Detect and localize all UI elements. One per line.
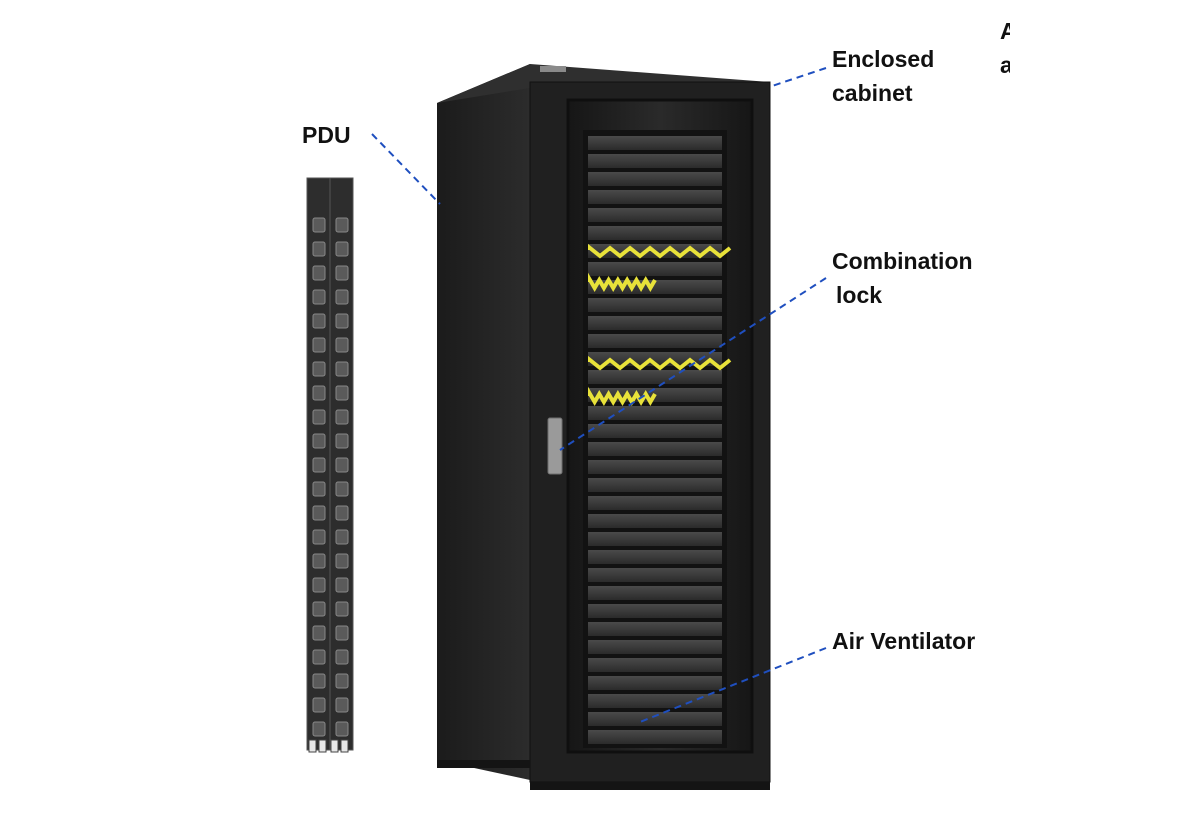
server-unit — [588, 316, 722, 330]
pdu-outlet — [312, 457, 326, 473]
pdu-outlet — [312, 529, 326, 545]
pdu-outlet — [335, 649, 349, 665]
leader-line-air-ventilator — [639, 647, 827, 723]
pdu-outlet — [335, 361, 349, 377]
server-unit — [588, 622, 722, 636]
pdu-outlet — [312, 361, 326, 377]
pdu-outlet — [312, 337, 326, 353]
pdu-outlet — [312, 265, 326, 281]
server-unit — [588, 658, 722, 672]
pdu-outlet — [312, 289, 326, 305]
server-unit — [588, 172, 722, 186]
pdu-outlet — [335, 265, 349, 281]
pdu-outlet — [335, 601, 349, 617]
server-unit — [588, 694, 722, 708]
pdu-outlet — [335, 313, 349, 329]
pdu-foot — [330, 739, 339, 753]
pdu-outlet — [335, 217, 349, 233]
pdu-outlet — [335, 721, 349, 737]
leader-lines — [371, 67, 827, 723]
pdu-foot — [318, 739, 327, 753]
pdu-outlet — [335, 385, 349, 401]
pdu-outlet — [312, 721, 326, 737]
pdu-foot — [340, 739, 349, 753]
pdu-outlet — [312, 433, 326, 449]
pdu-outlet — [312, 505, 326, 521]
server-unit — [588, 496, 722, 510]
pdu-outlet — [312, 577, 326, 593]
server-unit — [588, 676, 722, 690]
pdu-outlet — [312, 625, 326, 641]
server-unit — [588, 334, 722, 348]
pdu-outlet — [335, 433, 349, 449]
server-unit — [588, 478, 722, 492]
pdu-outlet — [335, 505, 349, 521]
pdu-outlet — [335, 481, 349, 497]
server-units — [588, 136, 732, 744]
server-unit — [588, 460, 722, 474]
server-unit — [588, 424, 722, 438]
pdu-outlet — [335, 577, 349, 593]
pdu-outlet — [312, 649, 326, 665]
server-unit — [588, 208, 722, 222]
cable-bundle — [588, 243, 732, 259]
pdu-outlet — [312, 241, 326, 257]
pdu-outlet — [335, 457, 349, 473]
label-cut-off: A a — [1000, 18, 1010, 78]
pdu-outlet — [335, 289, 349, 305]
cable-bundle — [588, 386, 657, 406]
pdu-strip — [306, 177, 354, 753]
server-unit — [588, 136, 722, 150]
server-unit — [588, 190, 722, 204]
leader-line-combination-lock — [559, 277, 827, 451]
pdu-outlet — [335, 241, 349, 257]
pdu-outlet — [312, 601, 326, 617]
pdu-outlet — [335, 697, 349, 713]
server-unit — [588, 226, 722, 240]
leader-line-enclosed-cabinet — [771, 67, 827, 87]
server-unit — [588, 442, 722, 456]
pdu-outlet — [312, 217, 326, 233]
pdu-outlet — [335, 409, 349, 425]
server-unit — [588, 568, 722, 582]
pdu-outlet — [335, 529, 349, 545]
label-air-ventilator: Air Ventilator — [832, 628, 976, 654]
server-unit — [588, 586, 722, 600]
enclosed-cabinet-illustration — [437, 64, 771, 790]
pdu-foot — [308, 739, 317, 753]
label-pdu: PDU — [302, 122, 351, 148]
cable-bundle — [588, 272, 657, 292]
pdu-outlet — [312, 385, 326, 401]
pdu-outlet — [335, 337, 349, 353]
pdu-outlets — [312, 217, 349, 737]
pdu-outlet — [312, 409, 326, 425]
pdu-outlet — [335, 673, 349, 689]
label-enclosed-cabinet: Enclosed cabinet — [832, 46, 935, 106]
server-unit — [588, 262, 722, 276]
pdu-outlet — [312, 481, 326, 497]
leader-line-pdu — [371, 133, 441, 205]
server-unit — [588, 532, 722, 546]
cable-bundle — [588, 355, 732, 371]
server-unit — [588, 730, 722, 744]
pdu-outlet — [312, 697, 326, 713]
pdu-outlet — [335, 625, 349, 641]
server-unit — [588, 298, 722, 312]
combination-lock-handle — [547, 417, 563, 475]
pdu-outlet — [335, 553, 349, 569]
server-unit — [588, 370, 722, 384]
server-unit — [588, 640, 722, 654]
pdu-outlet — [312, 673, 326, 689]
server-unit — [588, 550, 722, 564]
server-unit — [588, 712, 722, 726]
server-unit — [588, 604, 722, 618]
label-combination-lock: Combination lock — [832, 248, 973, 308]
pdu-outlet — [312, 553, 326, 569]
server-unit — [588, 154, 722, 168]
pdu-feet — [308, 739, 349, 753]
server-unit — [588, 514, 722, 528]
pdu-outlet — [312, 313, 326, 329]
